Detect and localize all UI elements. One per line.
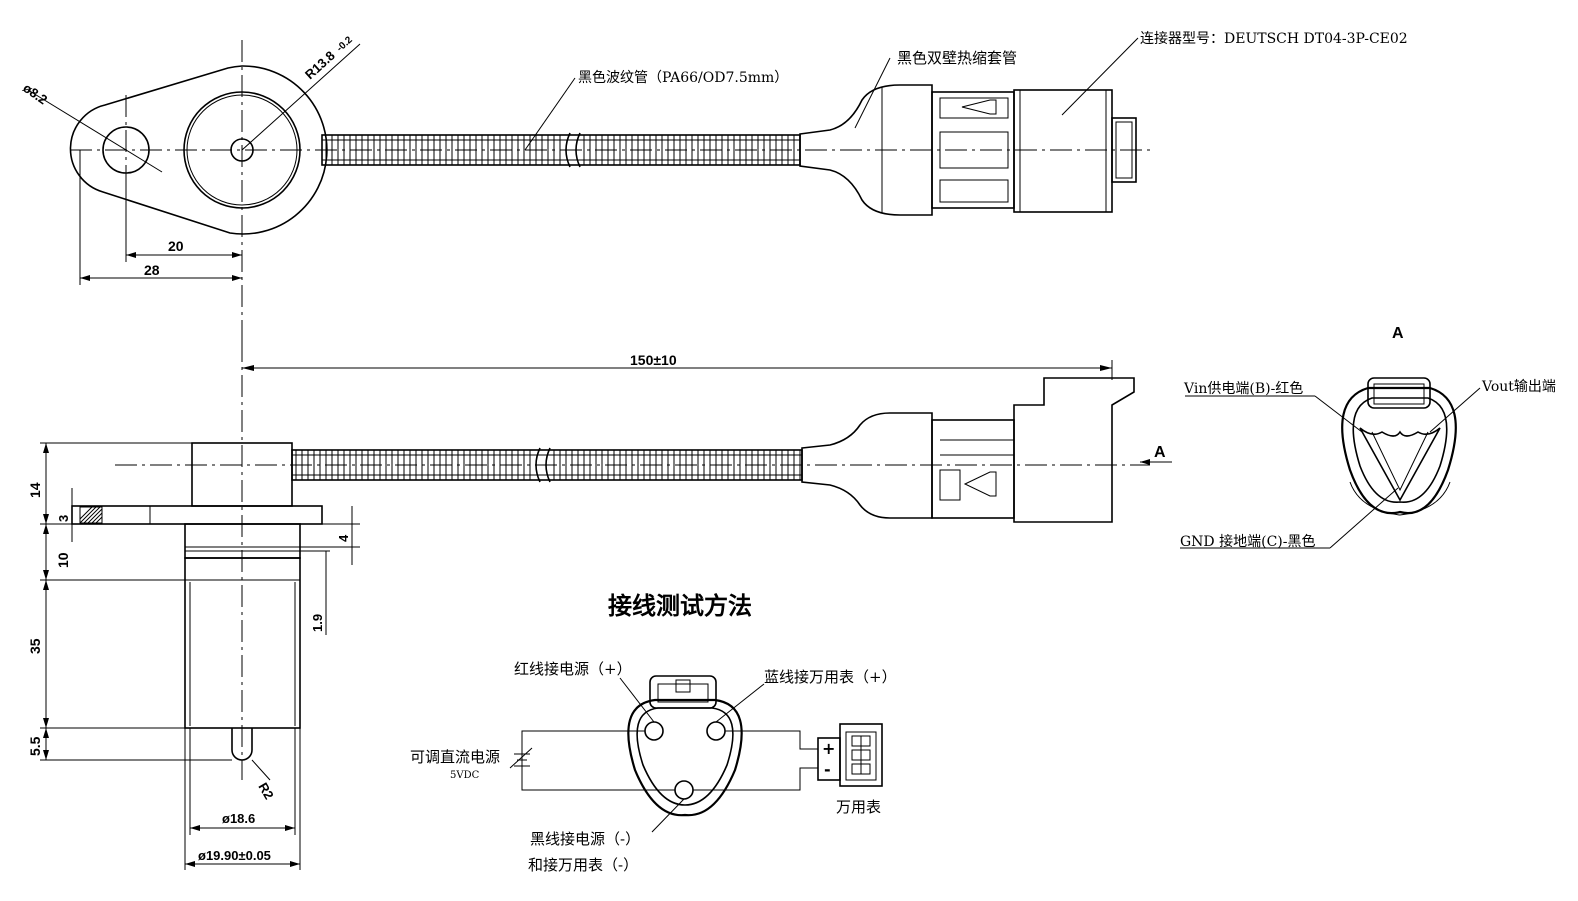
black-label-2: 和接万用表（-） bbox=[528, 856, 638, 874]
view-a: A Vin供电端(B)-红色 Vout输出端 GND 接地端(C)-黑色 bbox=[1180, 325, 1556, 550]
wiring-test: 接线测试方法 + - 红线接电源（+） 蓝线接万用表（+） bbox=[410, 591, 897, 874]
flange-outline bbox=[69, 65, 328, 235]
view-a-title: A bbox=[1392, 325, 1404, 342]
section-mark: A bbox=[1154, 444, 1166, 461]
label-heatshrink: 黑色双壁热缩套管 bbox=[897, 49, 1017, 67]
heat-shrink-top bbox=[799, 84, 933, 216]
corrugated-conduit-top bbox=[321, 132, 801, 168]
psu-label: 可调直流电源 bbox=[410, 748, 500, 766]
dim-1-9: 1.9 bbox=[310, 614, 325, 632]
dim-d18-6: ø18.6 bbox=[222, 811, 255, 826]
wiring-title: 接线测试方法 bbox=[608, 591, 752, 620]
meter-minus: - bbox=[824, 760, 831, 779]
dim-radius: R13.8 bbox=[302, 48, 338, 82]
vin-label: Vin供电端(B)-红色 bbox=[1183, 380, 1303, 397]
black-label-1: 黑线接电源（-） bbox=[530, 830, 640, 848]
pin-c bbox=[674, 780, 694, 800]
red-label: 红线接电源（+） bbox=[514, 660, 632, 678]
sensor-cap-circle bbox=[186, 94, 298, 206]
dim-r2: R2 bbox=[255, 780, 276, 802]
dim-hole: ø8.2 bbox=[20, 80, 50, 107]
dim-3: 3 bbox=[56, 515, 71, 522]
dim-10: 10 bbox=[55, 552, 71, 568]
gnd-label: GND 接地端(C)-黑色 bbox=[1180, 533, 1315, 550]
vout-label: Vout输出端 bbox=[1481, 379, 1556, 395]
side-view: 150±10 R2 bbox=[27, 340, 1172, 870]
sensor-body-circle bbox=[183, 91, 301, 209]
dim-28: 28 bbox=[144, 262, 160, 278]
top-view: ø8.2 R13.8 -0.2 20 28 bbox=[20, 30, 1408, 340]
test-connector-outline bbox=[627, 698, 743, 817]
label-conduit: 黑色波纹管（PA66/OD7.5mm） bbox=[578, 69, 788, 86]
connector-top bbox=[931, 89, 1137, 213]
dim-20: 20 bbox=[168, 238, 184, 254]
sensor-tip bbox=[231, 728, 253, 761]
blue-label: 蓝线接万用表（+） bbox=[764, 668, 897, 686]
flange-hatch bbox=[79, 506, 103, 524]
dim-35: 35 bbox=[27, 638, 43, 654]
dim-d19-9: ø19.90±0.05 bbox=[198, 848, 271, 863]
dim-5-5: 5.5 bbox=[27, 736, 43, 756]
psu-voltage: 5VDC bbox=[450, 770, 480, 781]
connector-side bbox=[931, 377, 1135, 523]
flange-side bbox=[71, 505, 323, 525]
sensor-center bbox=[230, 138, 254, 162]
view-a-outline bbox=[1341, 386, 1457, 515]
pin-b bbox=[644, 721, 664, 741]
meter-plus: + bbox=[822, 739, 835, 758]
dim-length: 150±10 bbox=[630, 352, 677, 368]
meter-label: 万用表 bbox=[836, 798, 881, 816]
dim-14: 14 bbox=[27, 482, 43, 498]
label-connector: 连接器型号：DEUTSCH DT04-3P-CE02 bbox=[1140, 30, 1408, 47]
sensor-barrel bbox=[184, 557, 301, 729]
corrugated-conduit-side bbox=[291, 447, 803, 483]
pin-a bbox=[706, 721, 726, 741]
dim-4: 4 bbox=[336, 534, 351, 542]
